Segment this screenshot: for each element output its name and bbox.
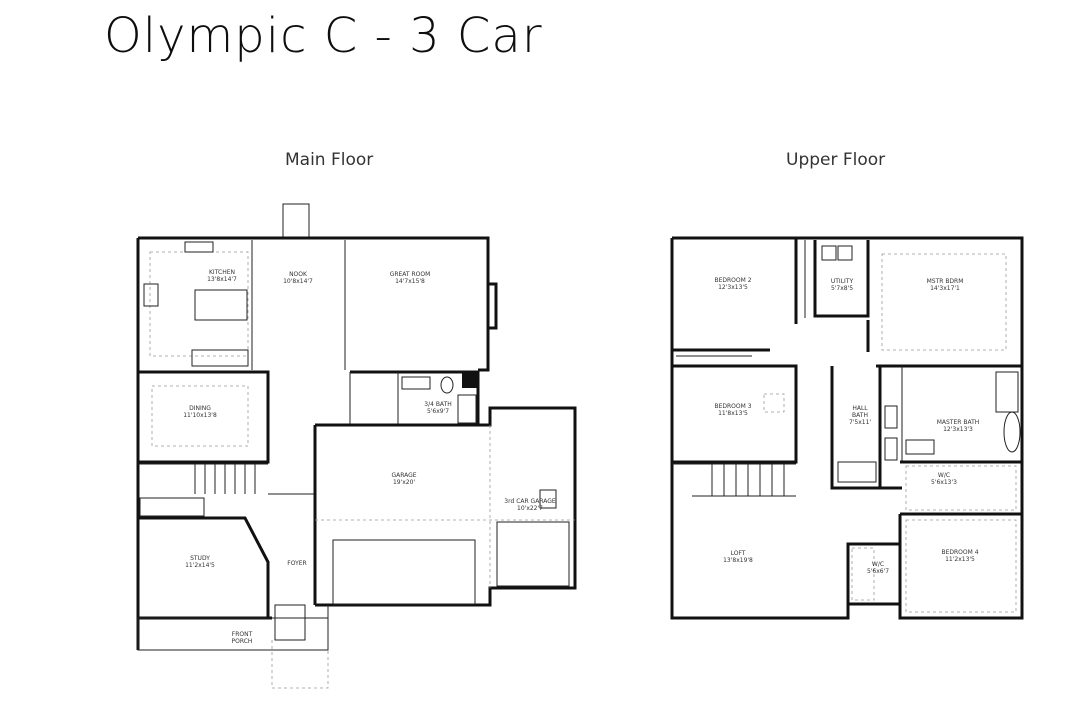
label-study-dims: 11'2x14'5 [185,562,215,569]
label-hall-bath-2: BATH [852,412,868,419]
label-hall-bath-dims: 7'5x11' [849,419,871,426]
label-utility-dims: 5'7x8'5 [831,285,853,292]
main-floor-label: Main Floor [285,150,374,170]
label-garage: GARAGE [391,472,416,479]
label-garage-dims: 19'x20' [393,479,415,486]
label-bath-dims: 5'6x9'7 [427,408,449,415]
label-nook-dims: 10'8x14'7 [283,278,313,285]
label-foyer: FOYER [287,560,306,567]
label-third-garage: 3rd CAR GARAGE [504,498,556,505]
label-nook: NOOK [289,271,308,278]
label-wic-master-dims: 5'6x13'3 [931,479,957,486]
label-bedroom4-dims: 11'2x13'5 [945,556,975,563]
label-kitchen-dims: 13'8x14'7 [207,276,237,283]
label-wic: W/C [872,561,884,568]
label-great-room-dims: 14'7x15'8 [395,278,425,285]
label-bedroom2-dims: 12'3x13'5 [718,284,748,291]
main-floor-plan [136,203,577,689]
label-master-bath-dims: 12'3x13'3 [943,426,973,433]
label-bedroom3: BEDROOM 3 [714,403,751,410]
label-wic-master: W/C [938,472,950,479]
upper-floor-label: Upper Floor [786,150,886,170]
label-wic-dims: 5'6x6'7 [867,568,889,575]
label-third-garage-dims: 10'x22'7 [517,505,543,512]
label-great-room: GREAT ROOM [390,271,431,278]
label-loft-dims: 13'8x19'8 [723,557,753,564]
label-master-bedroom-dims: 14'3x17'1 [930,285,960,292]
upper-floor-plan [670,236,1024,620]
chimney [282,203,310,239]
label-bath: 3/4 BATH [424,401,452,408]
label-bedroom2: BEDROOM 2 [714,277,751,284]
label-kitchen: KITCHEN [209,269,235,276]
label-bedroom4: BEDROOM 4 [941,549,978,556]
label-front-porch-2: PORCH [232,638,253,645]
label-study: STUDY [190,555,210,562]
label-loft: LOFT [731,550,746,557]
label-dining: DINING [189,405,211,412]
label-utility: UTILITY [831,278,854,285]
label-hall-bath: HALL [852,405,868,412]
label-front-porch: FRONT [232,631,253,638]
label-bedroom3-dims: 11'8x13'5 [718,410,748,417]
label-dining-dims: 11'10x13'8 [183,412,217,419]
label-master-bath: MASTER BATH [937,419,980,426]
label-master-bedroom: MSTR BDRM [927,278,964,285]
page-title: Olympic C - 3 Car [104,8,543,64]
